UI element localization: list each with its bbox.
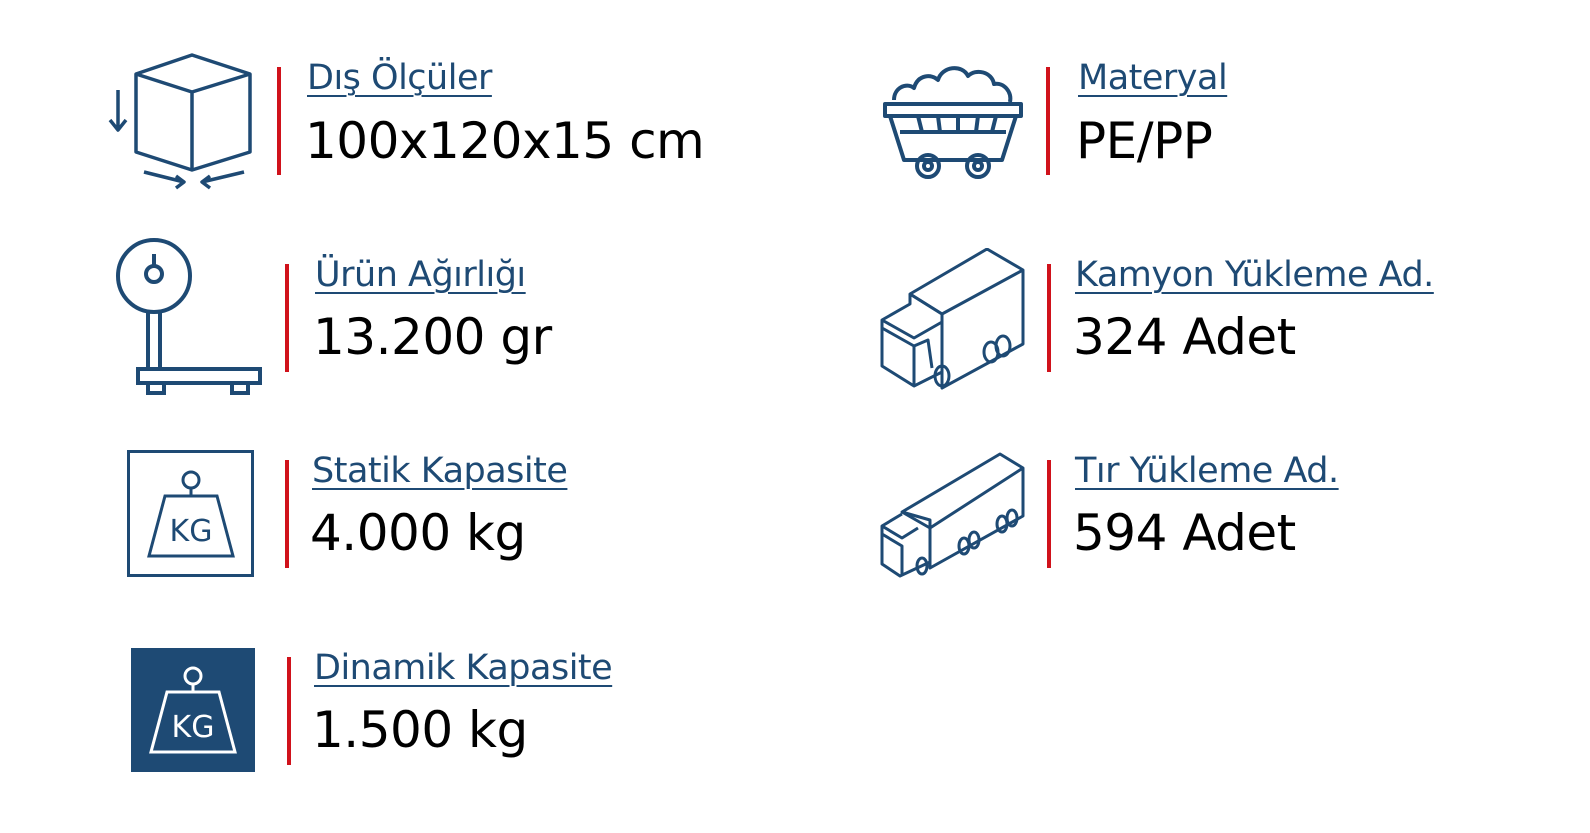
item-title[interactable]: Statik Kapasite [312, 451, 568, 491]
item-title[interactable]: Materyal [1078, 58, 1228, 98]
divider-bar [287, 657, 291, 765]
truck-icon [878, 248, 1028, 390]
item-title[interactable]: Tır Yükleme Ad. [1075, 451, 1339, 491]
mine-cart-icon [882, 60, 1024, 184]
item-value: 13.200 gr [313, 308, 552, 366]
kg-weight-filled-icon: KG [131, 648, 255, 772]
item-value: PE/PP [1076, 112, 1213, 170]
item-title[interactable]: Ürün Ağırlığı [315, 255, 526, 295]
box-dimensions-icon [104, 52, 254, 192]
item-value: 594 Adet [1073, 504, 1296, 562]
item-value: 324 Adet [1073, 308, 1296, 366]
semi-trailer-truck-icon [878, 452, 1028, 578]
item-title[interactable]: Kamyon Yükleme Ad. [1075, 255, 1434, 295]
divider-bar [285, 264, 289, 372]
divider-bar [1047, 460, 1051, 568]
divider-bar [285, 460, 289, 568]
item-value: 1.500 kg [312, 701, 528, 759]
divider-bar [1046, 67, 1050, 175]
divider-bar [1047, 264, 1051, 372]
item-title[interactable]: Dinamik Kapasite [314, 648, 613, 688]
item-title[interactable]: Dış Ölçüler [307, 58, 492, 98]
kg-weight-outline-icon: KG [127, 450, 255, 578]
weighing-scale-icon [114, 236, 264, 401]
item-value: 100x120x15 cm [305, 112, 705, 170]
divider-bar [277, 67, 281, 175]
kg-label: KG [172, 710, 215, 745]
item-value: 4.000 kg [310, 504, 526, 562]
kg-label: KG [170, 514, 213, 549]
